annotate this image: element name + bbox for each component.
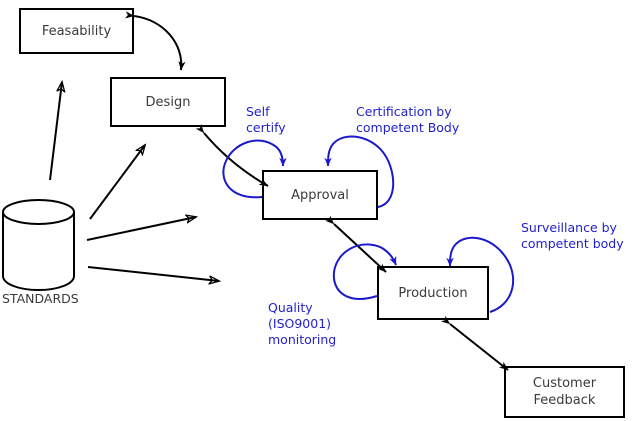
edge-production-customer-feedback	[440, 315, 509, 371]
node-approval-label: Approval	[291, 187, 349, 203]
edge-feasability-design	[124, 11, 186, 71]
node-design[interactable]: Design	[110, 77, 226, 127]
edge-design-approval	[195, 124, 269, 187]
annotation-self-certify: Self certify	[246, 104, 286, 135]
node-feasability-label: Feasability	[41, 23, 112, 39]
node-customer-feedback[interactable]: Customer Feedback	[504, 366, 625, 418]
node-production-label: Production	[398, 285, 468, 301]
annotation-surveillance-by-competent-body: Surveillance by competent body	[521, 220, 624, 251]
node-production[interactable]: Production	[377, 266, 489, 320]
node-customer-feedback-label: Customer Feedback	[532, 376, 597, 408]
annotation-certification-by-competent-body: Certification by competent Body	[356, 104, 460, 135]
loop-self-certify	[222, 139, 287, 199]
edge-standards-design	[89, 145, 145, 220]
loop-certification	[324, 135, 395, 208]
node-feasability[interactable]: Feasability	[19, 8, 134, 54]
annotation-quality-iso9001-monitoring: Quality (ISO9001) monitoring	[268, 300, 337, 347]
loop-surveillance	[446, 236, 515, 313]
loop-quality-monitoring	[332, 243, 397, 300]
standards-cylinder-icon	[1, 199, 75, 292]
edge-approval-production	[325, 215, 387, 273]
node-standards-label: STANDARDS	[2, 291, 79, 306]
edge-standards-production	[87, 266, 219, 281]
edge-standards-approval	[86, 217, 196, 241]
node-approval[interactable]: Approval	[262, 170, 378, 220]
node-design-label: Design	[145, 94, 191, 110]
edge-standards-feasability	[49, 82, 62, 181]
